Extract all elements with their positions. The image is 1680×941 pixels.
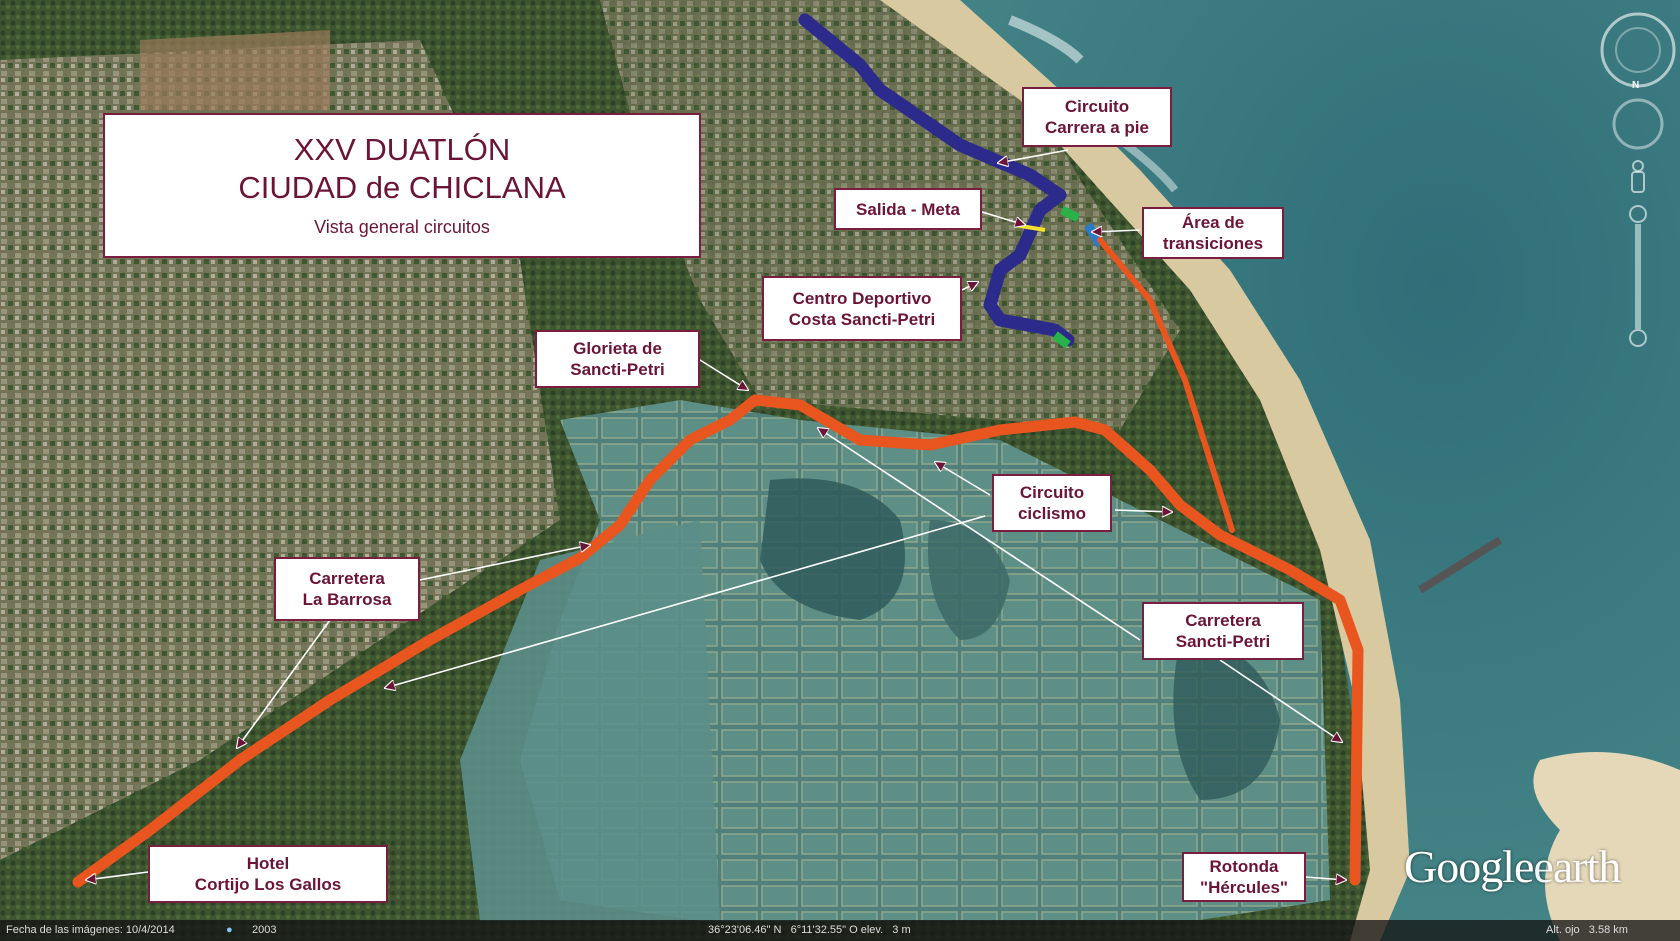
label-carretera-la-barrosa: Carretera La Barrosa (274, 557, 420, 621)
label-centro-deportivo: Centro Deportivo Costa Sancti-Petri (762, 276, 962, 341)
title-box: XXV DUATLÓN CIUDAD de CHICLANA Vista gen… (103, 113, 701, 258)
title-line-1: XXV DUATLÓN (293, 132, 511, 167)
status-bar: Fecha de las imágenes: 10/4/2014 ● 2003 … (0, 920, 1680, 941)
compass-control[interactable]: N (1598, 10, 1678, 90)
eye-altitude: Alt. ojo 3.58 km (1546, 924, 1628, 936)
image-date: Fecha de las imágenes: 10/4/2014 (6, 924, 175, 936)
label-hotel-cortijo-los-gallos: Hotel Cortijo Los Gallos (148, 845, 388, 903)
running-route (798, 13, 1075, 347)
label-circuito-ciclismo: Circuito ciclismo (992, 474, 1112, 532)
look-control[interactable] (1610, 96, 1666, 152)
compass-north-label: N (1632, 80, 1639, 90)
history-year[interactable]: 2003 (252, 924, 277, 936)
label-carretera-sancti-petri: Carretera Sancti-Petri (1142, 602, 1304, 660)
cursor-coordinates: 36°23'06.46" N 6°11'32.55" O elev. 3 m (708, 924, 911, 936)
label-salida-meta: Salida - Meta (834, 188, 982, 230)
label-area-transiciones: Área de transiciones (1142, 207, 1284, 259)
cycling-route (72, 394, 1364, 888)
label-circuito-carrera-pie: Circuito Carrera a pie (1022, 87, 1172, 147)
google-earth-logo: Googleearth (1404, 841, 1621, 892)
street-view-icon[interactable] (1626, 158, 1650, 198)
label-glorieta-sancti-petri: Glorieta de Sancti-Petri (535, 330, 700, 388)
title-subtitle: Vista general circuitos (314, 217, 490, 237)
title-line-2: CIUDAD de CHICLANA (238, 170, 566, 205)
label-rotonda-hercules: Rotonda "Hércules" (1182, 852, 1306, 902)
zoom-slider[interactable] (1626, 204, 1650, 349)
history-globe-icon[interactable]: ● (226, 924, 233, 936)
